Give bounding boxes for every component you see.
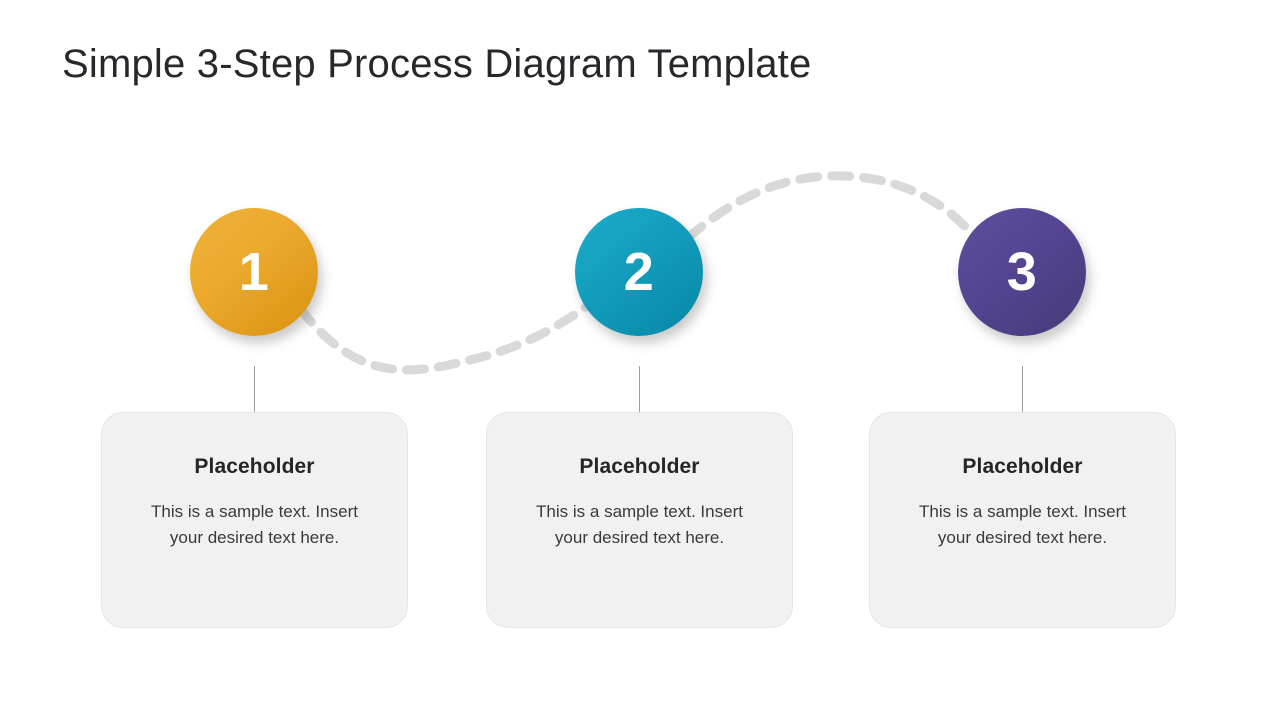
step-card-1[interactable]: Placeholder This is a sample text. Inser… xyxy=(101,412,408,628)
step-card-2[interactable]: Placeholder This is a sample text. Inser… xyxy=(486,412,793,628)
step-card-body-3: This is a sample text. Insert your desir… xyxy=(919,502,1126,547)
stem-line-3 xyxy=(1022,366,1023,412)
step-circle-1[interactable]: 1 xyxy=(190,208,318,336)
step-card-body-1: This is a sample text. Insert your desir… xyxy=(151,502,358,547)
connector-curve-step2-step3 xyxy=(683,171,980,243)
step-card-heading-2: Placeholder xyxy=(579,455,700,478)
stem-line-1 xyxy=(254,366,255,412)
step-card-heading-1: Placeholder xyxy=(194,455,315,478)
step-number-2: 2 xyxy=(623,242,655,302)
step-circle-3[interactable]: 3 xyxy=(958,208,1086,336)
step-card-3[interactable]: Placeholder This is a sample text. Inser… xyxy=(869,412,1176,628)
step-number-3: 3 xyxy=(1006,242,1038,302)
step-circle-2[interactable]: 2 xyxy=(575,208,703,336)
step-card-body-2: This is a sample text. Insert your desir… xyxy=(536,502,743,547)
page-title: Simple 3-Step Process Diagram Template xyxy=(62,42,812,86)
step-number-1: 1 xyxy=(238,242,270,302)
step-card-heading-3: Placeholder xyxy=(962,455,1083,478)
stem-line-2 xyxy=(639,366,640,412)
